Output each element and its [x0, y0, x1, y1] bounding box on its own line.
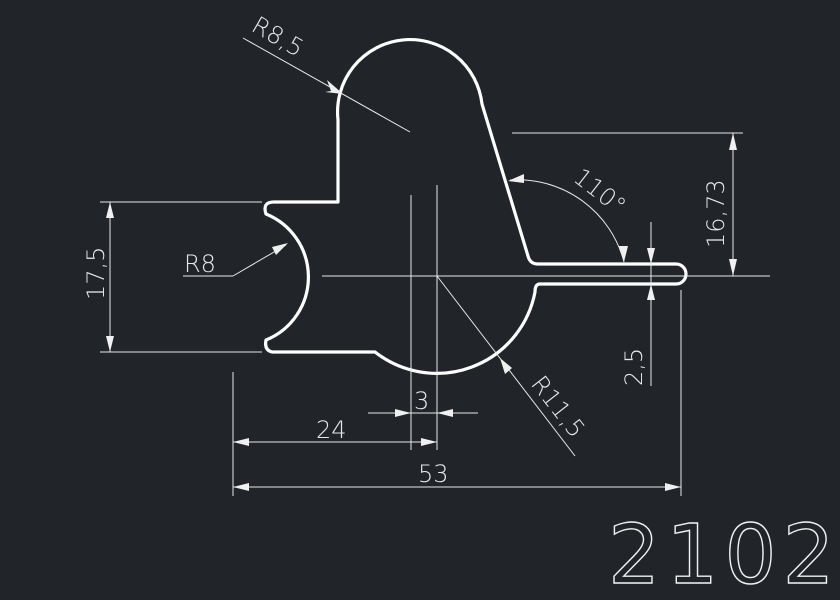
center-lines	[322, 185, 770, 450]
profile-outline	[263, 37, 688, 375]
dim-label-2-5: 2,5	[620, 348, 648, 386]
dim-label-110: 110°	[568, 163, 631, 221]
dim-label-53: 53	[418, 460, 449, 488]
part-number: 2102	[608, 508, 840, 600]
dim-3: 3	[368, 387, 478, 417]
dim-17-5: 17,5	[82, 201, 262, 353]
dim-24: 24	[232, 372, 437, 496]
dim-label-r8-5: R8,5	[247, 11, 308, 63]
dim-16-73: 16,73	[512, 132, 743, 277]
dim-label-24: 24	[316, 416, 347, 444]
dim-label-r11-5: R11,5	[525, 370, 590, 442]
dim-53: 53	[233, 290, 682, 496]
dim-r11-5: R11,5	[436, 275, 591, 457]
dim-label-16-73: 16,73	[702, 179, 730, 248]
dim-r8-5: R8,5	[242, 11, 411, 133]
dim-label-r8: R8	[184, 250, 216, 278]
dim-r8: R8	[183, 243, 288, 278]
dim-label-3: 3	[414, 387, 429, 415]
dim-label-17-5: 17,5	[82, 247, 110, 300]
dim-2-5: 2,5	[620, 222, 655, 386]
